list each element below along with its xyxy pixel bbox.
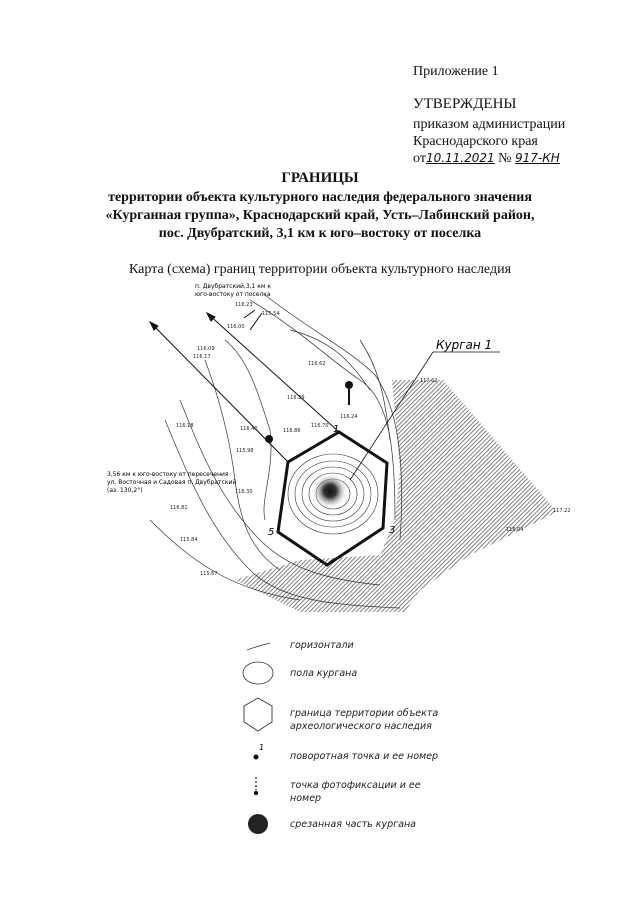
elevation: 115.84 [180,537,198,543]
photo-points [265,381,353,443]
order-line-2: Краснодарского края [413,134,538,149]
cut-part-of-mound [312,473,348,509]
photo-point-icon [253,777,259,796]
svg-text:1: 1 [259,743,264,752]
elevation: 115.67 [200,571,218,577]
note-top-1: п. Двубратский,3,1 км к [195,283,271,290]
turning-point-icon: 1 [253,743,264,760]
legend-label-contours: горизонтали [290,640,354,651]
kurgan-label-leader [349,351,500,481]
legend: 1 [242,642,274,834]
legend-label-photo-point-1: точка фотофиксации и ее [290,780,421,791]
point-number-3: 3 [389,525,395,536]
doc-title: ГРАНИЦЫ [281,170,359,186]
azimuth-lines [148,309,340,463]
number-prefix: № [498,151,512,166]
cut-part-icon [248,814,268,834]
elevation: 116.30 [235,489,253,495]
legend-label-mound-base: пола кургана [290,668,358,679]
elevation: 116.24 [340,414,358,420]
contour-lines [149,294,403,609]
kurgan-label: Курган 1 [436,338,492,352]
elevation: 116.18 [176,423,194,429]
elevation: 116.23 [235,302,253,308]
doc-subtitle-2: «Курганная группа», Краснодарский край, … [105,208,535,223]
appendix-label: Приложение 1 [413,64,499,79]
hatched-slope-area [235,380,557,612]
doc-subtitle-3: пос. Двубратский, 3,1 км к юго–востоку о… [158,226,482,241]
order-date-line: от10.11.2021 № 917-КН [413,151,560,167]
contour-line-icon [246,642,271,651]
elevation: 115.54 [262,311,280,317]
map-caption: Карта (схема) границ территории объекта … [128,262,512,277]
note-left-2: ул. Восточная и Садовая п. Двубратский [107,479,236,486]
elevation: 116.70 [311,423,329,429]
legend-label-turning-point: поворотная точка и ее номер [290,751,439,762]
note-left-1: 3,56 км к юго-востоку от пересечения [107,471,229,478]
elevation: 116.17 [193,354,211,360]
elevation: 116.29 [287,395,305,401]
hexagon-icon [243,697,273,732]
note-top-2: юго-востоку от поселка [195,291,271,298]
elevation: 116.00 [227,324,245,330]
elevation: 117.22 [553,508,571,514]
elevation: 116.04 [506,527,524,533]
date-value: 10.11.2021 [425,151,495,165]
elevation: 116.86 [283,428,301,434]
point-number-1: 1 [333,424,339,435]
ellipse-icon [242,661,274,685]
elevation: 117.62 [420,378,438,384]
legend-label-boundary-2: археологического наследия [290,721,432,732]
order-line-1: приказом администрации [413,117,566,132]
elevation: 116.09 [197,346,215,352]
point-number-5: 5 [268,527,274,538]
legend-label-photo-point-2: номер [290,793,322,804]
legend-label-cut-part: срезанная часть кургана [290,819,416,830]
elevation: 116.81 [170,505,188,511]
elevation: 116.62 [308,361,326,367]
number-value: 917-КН [515,151,560,165]
elevation: 116.40 [240,426,258,432]
elevation: 115.98 [236,448,254,454]
note-left-3: (аз. 130,2°) [107,487,143,494]
date-prefix: от [413,151,426,166]
doc-subtitle-1: территории объекта культурного наследия … [108,190,532,205]
approved-label: УТВЕРЖДЕНЫ [413,96,517,112]
elevation-marks: 116.23 115.54 116.00 116.09 116.17 116.6… [170,302,571,577]
legend-label-boundary-1: граница территории объекта [290,708,439,719]
